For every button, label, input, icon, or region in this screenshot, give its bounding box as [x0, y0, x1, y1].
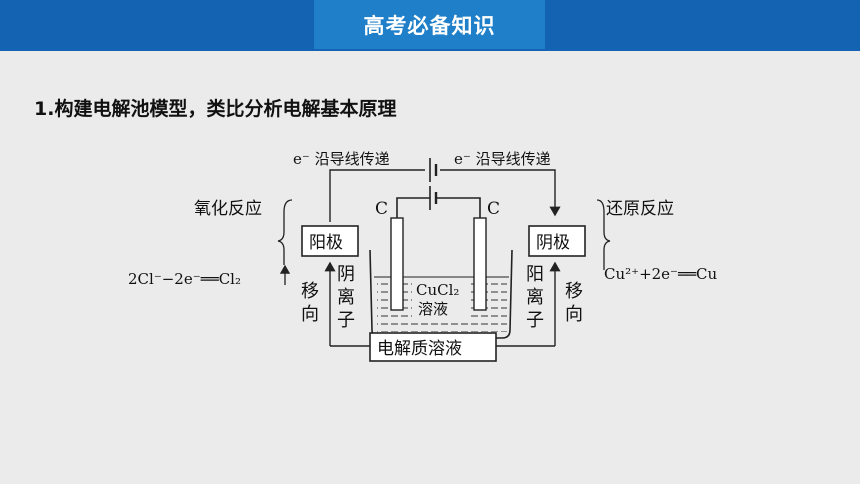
reduction-label: 还原反应: [606, 199, 674, 219]
electrolyte-label: 电解质溶液: [377, 339, 462, 359]
electrode-label-right: C: [487, 199, 500, 219]
cation-label: 阳离子: [526, 264, 544, 331]
section-heading: 1.构建电解池模型，类比分析电解基本原理: [34, 98, 397, 120]
anode-box: [301, 225, 359, 257]
electrode-label-left: C: [375, 199, 388, 219]
cathode-label: 阴极: [536, 233, 570, 253]
anode-equation: 2Cl⁻−2e⁻══Cl₂: [128, 270, 241, 288]
cathode-equation: Cu²⁺+2e⁻══Cu: [604, 265, 718, 283]
page-title: 高考必备知识: [314, 0, 545, 49]
electrolyte-box: [369, 332, 497, 362]
battery-icon: [396, 158, 481, 218]
move-label-left: 移向: [301, 281, 319, 325]
anion-label: 阴离子: [337, 264, 355, 331]
oxidation-label: 氧化反应: [194, 199, 262, 219]
cathode-rod: [473, 217, 487, 311]
anode-rod: [390, 217, 404, 311]
cathode-box: [528, 225, 586, 257]
anode-label: 阳极: [309, 233, 343, 253]
solution-label-bg: [412, 279, 470, 317]
solution-formula: CuCl₂: [416, 281, 459, 299]
right-brace: [596, 199, 611, 270]
left-brace: [277, 199, 293, 265]
solution-label: 溶液: [418, 300, 448, 318]
electron-wire: [329, 169, 561, 222]
move-label-right: 移向: [565, 281, 583, 325]
electron-flow-label-left: e⁻ 沿导线传递: [293, 150, 390, 168]
electron-flow-label-right: e⁻ 沿导线传递: [454, 150, 551, 168]
